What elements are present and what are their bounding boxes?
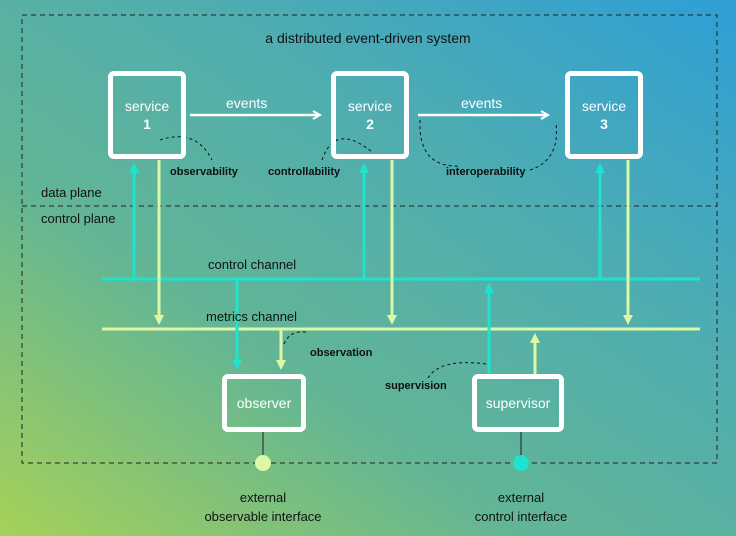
controllability-label: controllability bbox=[268, 166, 341, 178]
observation-arc bbox=[283, 331, 307, 345]
observability-arc bbox=[159, 136, 213, 161]
system-title: a distributed event-driven system bbox=[265, 30, 471, 46]
supervisor-label: supervisor bbox=[485, 395, 551, 411]
service-2-number: 2 bbox=[366, 116, 374, 132]
service-2-label: service bbox=[347, 98, 393, 114]
control-plane-label: control plane bbox=[41, 211, 116, 226]
control-interface-line2: control interface bbox=[474, 509, 568, 524]
control-interface-line1: external bbox=[497, 490, 545, 505]
service-1-number: 1 bbox=[143, 116, 151, 132]
observable-interface-line1: external bbox=[239, 490, 287, 505]
data-plane-label: data plane bbox=[41, 185, 102, 200]
service-2-box[interactable]: service 2 bbox=[331, 71, 409, 159]
observation-label: observation bbox=[310, 347, 373, 359]
observable-interface-line2: observable interface bbox=[204, 509, 322, 524]
supervision-arc bbox=[427, 362, 487, 379]
interoperability-arc bbox=[419, 119, 461, 167]
service-1-label: service bbox=[124, 98, 170, 114]
observability-label: observability bbox=[170, 166, 238, 178]
events-label-2: events bbox=[461, 95, 503, 111]
interoperability-arc-2 bbox=[529, 123, 557, 171]
interoperability-label: interoperability bbox=[446, 166, 526, 178]
observable-interface-dot bbox=[255, 455, 271, 471]
observer-label: observer bbox=[236, 395, 292, 411]
service-3-number: 3 bbox=[600, 116, 608, 132]
observer-box[interactable]: observer bbox=[222, 374, 306, 432]
supervision-label: supervision bbox=[385, 380, 447, 392]
metrics-channel-label: metrics channel bbox=[206, 309, 298, 324]
control-channel-label: control channel bbox=[208, 257, 297, 272]
observable-interface-label: external observable interface bbox=[188, 488, 338, 526]
control-interface-label: external control interface bbox=[446, 488, 596, 526]
service-3-label: service bbox=[581, 98, 627, 114]
control-interface-dot bbox=[513, 455, 529, 471]
controllability-arc bbox=[321, 138, 373, 161]
events-label-1: events bbox=[226, 95, 268, 111]
supervisor-box[interactable]: supervisor bbox=[472, 374, 564, 432]
service-1-box[interactable]: service 1 bbox=[108, 71, 186, 159]
system-boundary bbox=[21, 14, 718, 464]
service-3-box[interactable]: service 3 bbox=[565, 71, 643, 159]
